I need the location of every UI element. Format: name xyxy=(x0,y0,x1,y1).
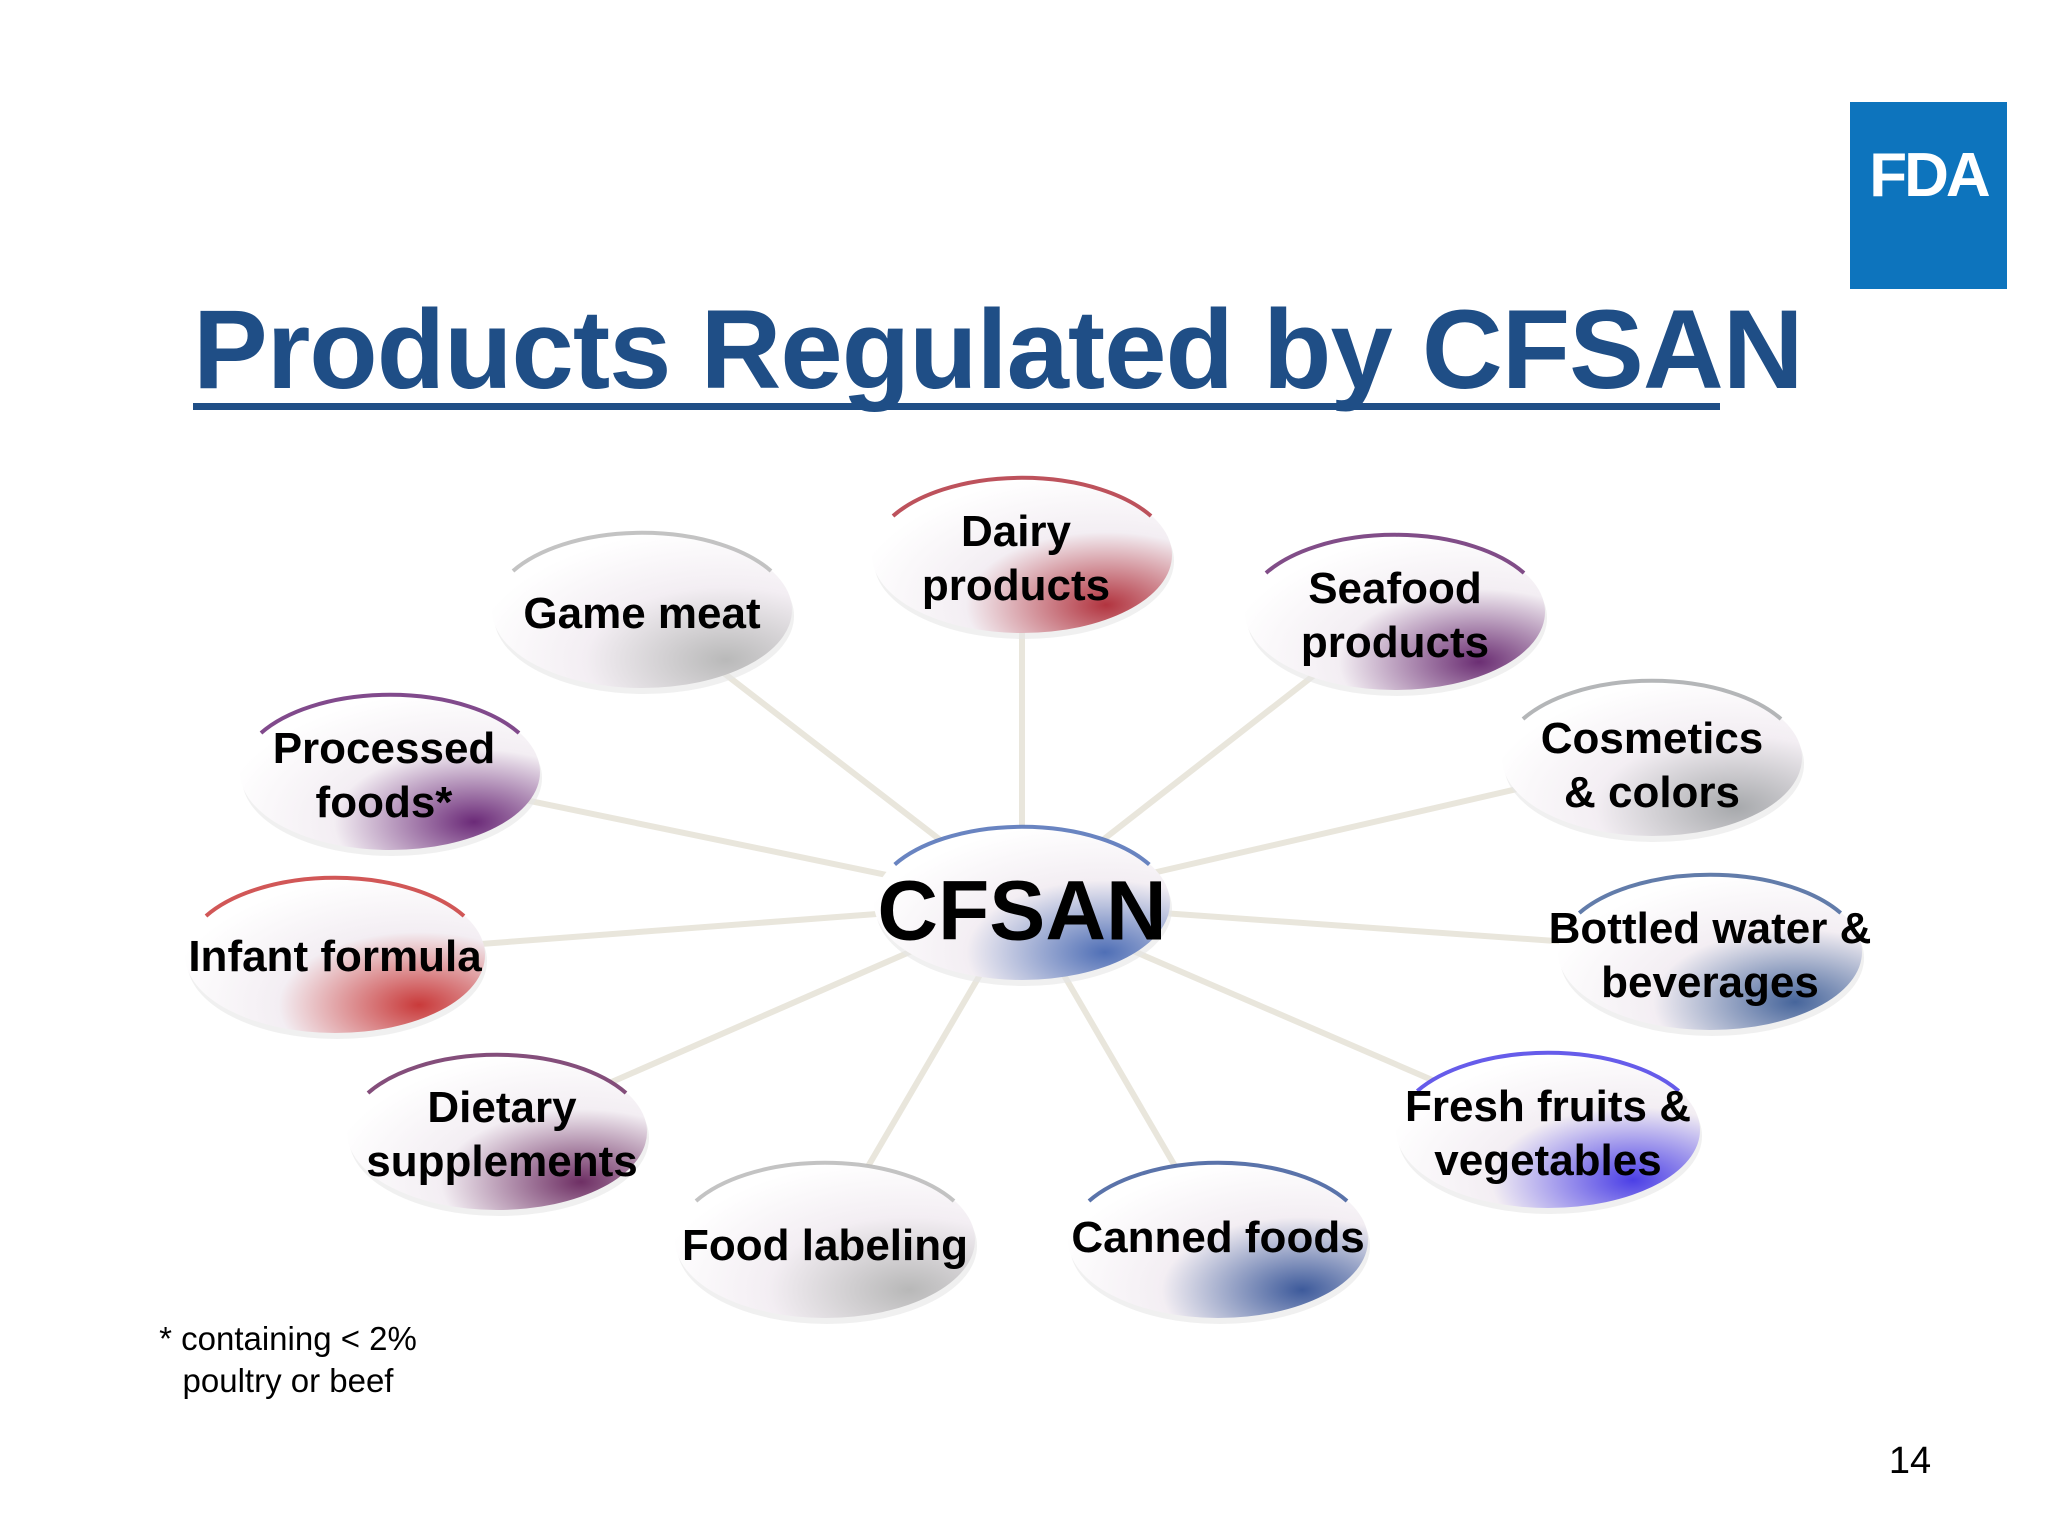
node-ellipse-8-rim xyxy=(204,875,466,918)
fda-logo-text: FDA xyxy=(1869,141,1990,210)
node-ellipse-10-rim xyxy=(511,530,773,573)
node-ellipse-4-shape xyxy=(1396,1052,1700,1208)
node-label-3: Bottled water & beverages xyxy=(1548,904,1872,1007)
node-ellipse-1-rim xyxy=(1264,532,1526,575)
node-ellipse-7-shape xyxy=(347,1054,647,1210)
node-ellipse-2 xyxy=(1502,678,1804,842)
page-number: 14 xyxy=(1888,1440,1932,1482)
node-ellipse-9-rim xyxy=(259,692,521,735)
node-ellipse-3-shape xyxy=(1558,874,1862,1030)
node-ellipse-9-shape xyxy=(240,694,540,850)
node-ellipse-6 xyxy=(675,1160,977,1324)
node-ellipse-9 xyxy=(240,692,542,856)
ellipses-group xyxy=(185,475,1864,1324)
node-ellipse-1-shape xyxy=(1245,534,1545,690)
node-ellipse-6-rim xyxy=(694,1160,956,1203)
node-label-2: Cosmetics & colors xyxy=(1540,714,1764,817)
node-ellipse-8 xyxy=(185,875,487,1039)
node-ellipse-6-shape xyxy=(675,1162,975,1318)
slide-title: Products Regulated by CFSAN xyxy=(193,287,1804,412)
node-ellipse-3 xyxy=(1558,872,1864,1036)
node-ellipse-10 xyxy=(492,530,794,694)
node-label-0: Dairy products xyxy=(921,507,1111,610)
node-ellipse-7 xyxy=(347,1052,649,1216)
center-ellipse-rim xyxy=(893,824,1151,867)
node-ellipse-8-shape xyxy=(185,877,485,1033)
node-ellipse-4 xyxy=(1396,1050,1702,1214)
node-label-8: Infant formula xyxy=(188,932,482,981)
node-ellipse-0-shape xyxy=(872,477,1172,633)
fda-logo: FDA xyxy=(1850,102,2007,289)
node-label-1: Seafood products xyxy=(1300,564,1490,667)
node-label-10: Game meat xyxy=(523,589,761,638)
node-label-6: Food labeling xyxy=(682,1221,968,1270)
node-ellipse-7-rim xyxy=(366,1052,628,1095)
node-ellipse-1 xyxy=(1245,532,1547,696)
center-label: CFSAN xyxy=(877,863,1167,958)
node-ellipse-2-shape xyxy=(1502,680,1802,836)
title-underline xyxy=(193,403,1720,410)
node-ellipse-0-rim xyxy=(891,475,1153,518)
node-ellipse-0 xyxy=(872,475,1174,639)
node-label-9: Processed foods* xyxy=(272,724,496,827)
center-ellipse-shape xyxy=(874,826,1170,980)
node-ellipse-4-rim xyxy=(1415,1050,1681,1093)
center-ellipse xyxy=(874,824,1172,986)
node-ellipse-5-shape xyxy=(1068,1162,1368,1318)
node-ellipse-3-rim xyxy=(1577,872,1843,915)
node-ellipse-2-rim xyxy=(1521,678,1783,721)
node-ellipse-5 xyxy=(1068,1160,1370,1324)
footnote: * containing < 2% poultry or beef xyxy=(159,1320,417,1399)
node-label-4: Fresh fruits & vegetables xyxy=(1404,1082,1692,1185)
node-ellipse-5-rim xyxy=(1087,1160,1349,1203)
node-label-7: Dietary supplements xyxy=(366,1083,638,1186)
node-label-5: Canned foods xyxy=(1071,1213,1365,1262)
node-ellipse-10-shape xyxy=(492,532,792,688)
